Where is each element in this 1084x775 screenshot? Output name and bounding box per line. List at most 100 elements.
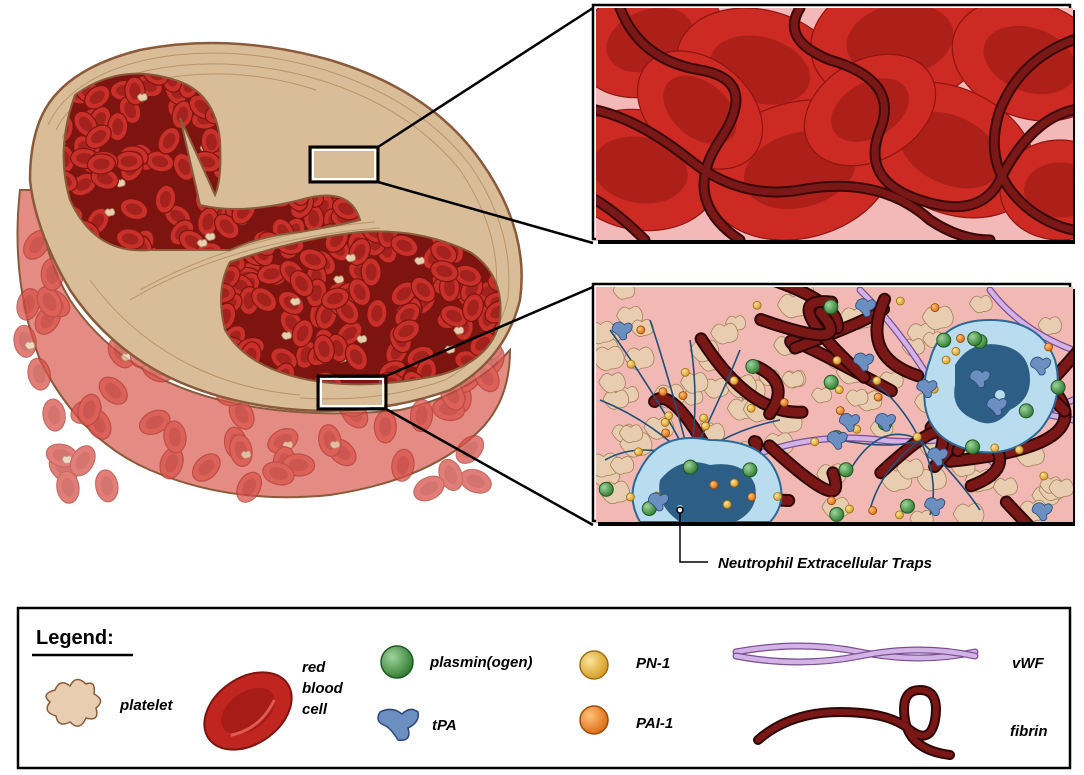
plasminogen-molecule: [1050, 379, 1066, 395]
pn1-molecule: [722, 500, 732, 509]
legend-label-vwf: vWF: [1012, 655, 1045, 672]
rbc-cell: [262, 461, 295, 486]
legend-box: [16, 606, 1072, 770]
net-callout: Neutrophil Extracellular Traps: [676, 506, 932, 572]
plasminogen-molecule: [682, 459, 698, 475]
tpa-molecule: [855, 298, 877, 318]
rbc-cell: [409, 398, 434, 433]
pn1-molecule: [832, 355, 842, 365]
zoom-box-upper: [308, 145, 380, 184]
platelet-shape: [345, 253, 356, 263]
zoom-box-lower: [316, 374, 388, 411]
platelet-shape: [992, 477, 1018, 497]
rbc-cell: [313, 334, 335, 364]
tpa-molecule: [986, 397, 1008, 416]
rbc-cell: [119, 198, 149, 221]
tpa-molecule: [924, 497, 946, 516]
pn1-molecule: [729, 478, 739, 488]
plasminogen-molecule: [1018, 403, 1034, 419]
platelet-shape: [710, 322, 739, 345]
rbc-cell: [69, 445, 96, 477]
pn1-molecule: [699, 413, 709, 423]
pn1-molecule: [752, 300, 762, 310]
rbc-cell: [250, 287, 278, 313]
upper-zoom-panel: [591, 3, 1075, 244]
pn1-molecule: [810, 437, 820, 447]
rbc-cell: [84, 84, 111, 110]
pn1-molecule: [895, 296, 905, 306]
rbc-cell: [98, 376, 128, 405]
rbc-cell: [197, 207, 219, 237]
rbc-cell: [138, 409, 171, 436]
plasminogen-molecule: [936, 332, 952, 348]
legend-label-rbc-line2: blood: [302, 680, 344, 697]
pn1-molecule: [872, 376, 882, 385]
pai1-molecule: [747, 492, 757, 502]
platelet-shape: [24, 341, 36, 350]
rbc-cell: [157, 126, 181, 155]
legend-label-rbc-line3: cell: [302, 701, 328, 718]
pai1-molecule: [956, 334, 965, 343]
platelet-shape: [969, 295, 993, 314]
pn1-molecule: [895, 510, 904, 520]
pn1-molecule: [951, 346, 961, 356]
platelet-shape: [204, 232, 216, 241]
rbc-cell: [42, 398, 66, 432]
rbc-cell: [373, 410, 397, 444]
platelet-shape: [329, 440, 341, 449]
plasminogen-molecule: [823, 374, 839, 390]
platelet-shape: [618, 424, 644, 444]
red-blood-cell-icon: [203, 671, 293, 751]
rbc-cell: [430, 240, 458, 265]
tpa-molecule: [927, 447, 949, 467]
rbc-cell: [438, 458, 464, 491]
tpa-molecule: [916, 379, 938, 398]
legend-label-pn1: PN-1: [636, 655, 670, 672]
rbc-cell: [228, 398, 255, 430]
platelet-shape: [136, 93, 148, 102]
rbc-cell: [298, 248, 328, 271]
legend-label-rbc-line1: red: [302, 659, 326, 676]
pai1-molecule: [709, 480, 719, 490]
rbc-cell: [154, 184, 177, 214]
legend-label-plasminogen: plasmin(ogen): [429, 654, 533, 671]
pn1-molecule: [729, 376, 739, 385]
platelet-icon: [45, 678, 102, 727]
molecule-field: [598, 296, 1066, 522]
rbc-cell: [56, 470, 80, 504]
plasminogen-icon: [380, 645, 414, 679]
platelet-shape: [356, 334, 368, 344]
legend: Legend: platelet red blood cell plasmin(…: [16, 606, 1072, 770]
rbc-cell: [107, 112, 129, 142]
pai1-molecule: [868, 506, 878, 515]
rbc-cell: [348, 278, 372, 307]
pn1-molecule: [912, 432, 922, 442]
rbc-cell: [429, 260, 459, 283]
tpa-molecule: [853, 352, 875, 372]
rbc-cell: [344, 343, 368, 371]
pn1-molecule: [660, 418, 670, 427]
pai1-molecule: [827, 496, 836, 506]
rbc-cell: [320, 287, 350, 310]
pn1-molecule: [1039, 471, 1049, 481]
rbc-cell: [440, 304, 469, 328]
rbc-cell: [803, 53, 937, 167]
platelet-shape: [952, 502, 985, 522]
pai1-molecule: [873, 392, 883, 402]
platelet-shape: [196, 238, 208, 248]
platelet-shape: [845, 388, 869, 407]
rbc-cell: [77, 393, 102, 427]
plasminogen-molecule: [900, 498, 916, 514]
pn1-molecule: [990, 443, 1000, 453]
platelet-shape: [333, 275, 345, 284]
platelet-shape: [909, 509, 934, 522]
rbc-cell: [360, 257, 382, 287]
tpa-molecule: [1031, 502, 1053, 522]
pai1-molecule: [661, 428, 671, 438]
pn1-molecule: [1014, 445, 1024, 455]
rbc-cell: [390, 234, 419, 258]
tpa-molecule: [874, 412, 896, 432]
pn1-molecule: [941, 355, 951, 365]
tpa-molecule: [1030, 356, 1052, 376]
plasminogen-molecule: [745, 358, 761, 374]
